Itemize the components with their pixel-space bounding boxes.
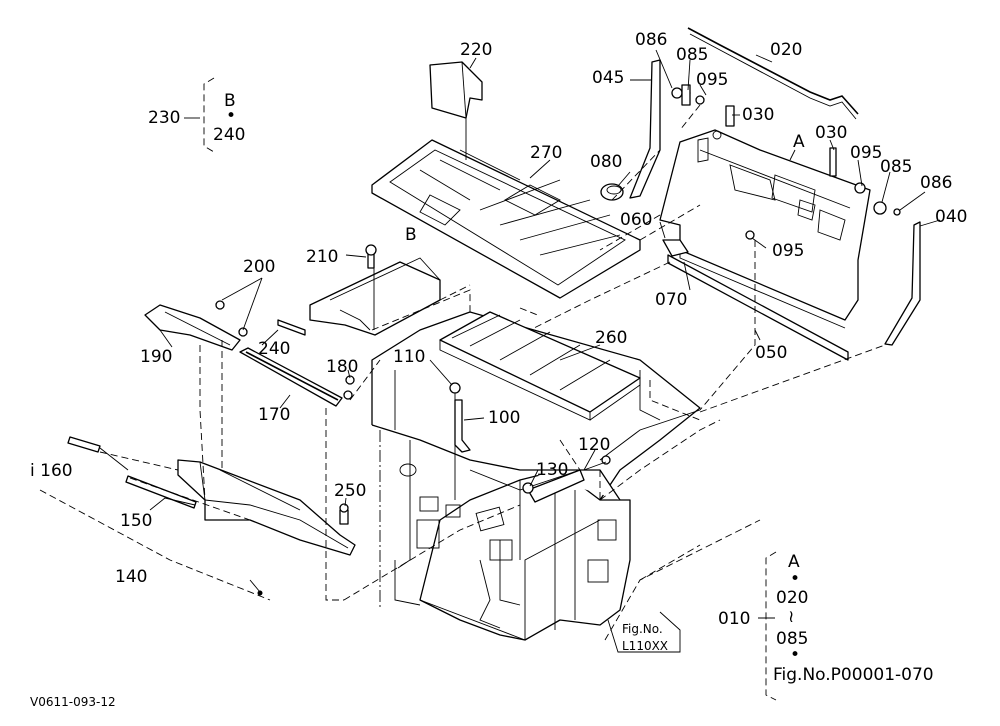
group-b-reference: 230 B • 240 (148, 91, 245, 145)
bolt-110 (449, 382, 461, 500)
label-240: 240 (258, 339, 290, 359)
bar-020 (687, 27, 859, 115)
label-180: 180 (326, 357, 358, 377)
label-220: 220 (460, 40, 492, 60)
label-086-top: 086 (635, 30, 667, 50)
label-085-top: 085 (676, 45, 708, 65)
label-020: 020 (770, 40, 802, 60)
label-030-right: 030 (815, 123, 847, 143)
group-a-fig: Fig.No.P00001-070 (773, 665, 934, 685)
footer-code: V0611-093-12 (30, 695, 116, 709)
leader-lines (99, 49, 941, 619)
bolt-120 (601, 455, 611, 465)
strip-160 (67, 436, 101, 453)
label-086-right: 086 (920, 173, 952, 193)
group-a-dot1: • (790, 569, 800, 589)
label-150: 150 (120, 511, 152, 531)
group-a-dot2: • (790, 645, 800, 665)
label-060: 060 (620, 210, 652, 230)
label-140: 140 (115, 567, 147, 587)
bracket-130 (527, 469, 585, 503)
part-120 (583, 461, 607, 471)
group-a-outer: 010 (718, 609, 750, 629)
bracket-b-assembly (277, 244, 441, 336)
group-b-outer: 230 (148, 108, 180, 128)
cover-220 (429, 61, 483, 160)
strip-170 (239, 347, 353, 407)
label-110: 110 (393, 347, 425, 367)
group-b-dot: • (226, 106, 236, 126)
label-190: 190 (140, 347, 172, 367)
bolt-250 (339, 503, 349, 525)
label-095-center: 095 (772, 241, 804, 261)
clip-060 (662, 239, 689, 257)
nut-130 (522, 482, 534, 494)
bar-020-inner (689, 33, 857, 120)
label-080: 080 (590, 152, 622, 172)
group-b-letter: B (224, 91, 236, 111)
label-045: 045 (592, 68, 624, 88)
label-130: 130 (536, 460, 568, 480)
label-100: 100 (488, 408, 520, 428)
floor-mat-270 (371, 139, 641, 299)
bolt-180 (345, 375, 355, 385)
group-a-brace (765, 551, 777, 701)
rear-panel-assembly (659, 129, 871, 329)
hardware-bolts (671, 84, 901, 240)
label-030-left: 030 (742, 105, 774, 125)
label-070: 070 (655, 290, 687, 310)
label-b: B (405, 225, 417, 245)
label-210: 210 (306, 247, 338, 267)
label-160: i 160 (30, 461, 73, 481)
label-120: 120 (578, 435, 610, 455)
group-b-inner: 240 (213, 125, 245, 145)
label-270: 270 (530, 143, 562, 163)
label-250: 250 (334, 481, 366, 501)
label-050: 050 (755, 343, 787, 363)
bracket-040 (884, 221, 921, 346)
group-a-tilde: ≀ (788, 607, 794, 627)
step-plate-260 (439, 311, 641, 421)
figure-callout-l110xx: Fig.No. L110XX (607, 611, 681, 653)
callout-line1: Fig.No. (622, 622, 663, 636)
bracket-045 (629, 59, 661, 199)
label-a: A (793, 132, 805, 152)
group-a-first: 020 (776, 588, 808, 608)
label-260: 260 (595, 328, 627, 348)
knob-080 (600, 183, 624, 201)
part-labels: 220 270 086 085 020 045 095 030 A 030 09… (30, 30, 967, 587)
group-a-last: 085 (776, 629, 808, 649)
callout-line2: L110XX (622, 639, 668, 653)
rod-050 (667, 254, 849, 361)
group-a-reference: 010 A • 020 ≀ 085 • Fig.No.P00001-070 (718, 552, 934, 685)
group-a-letter: A (788, 552, 800, 572)
label-085-right: 085 (880, 157, 912, 177)
bracket-140 (177, 459, 356, 556)
label-095-top: 095 (696, 70, 728, 90)
label-200: 200 (243, 257, 275, 277)
label-040: 040 (935, 207, 967, 227)
label-170: 170 (258, 405, 290, 425)
group-b-brace (203, 77, 215, 153)
dashed-guides (39, 104, 886, 641)
bracket-190 (144, 300, 248, 351)
label-095-right: 095 (850, 143, 882, 163)
